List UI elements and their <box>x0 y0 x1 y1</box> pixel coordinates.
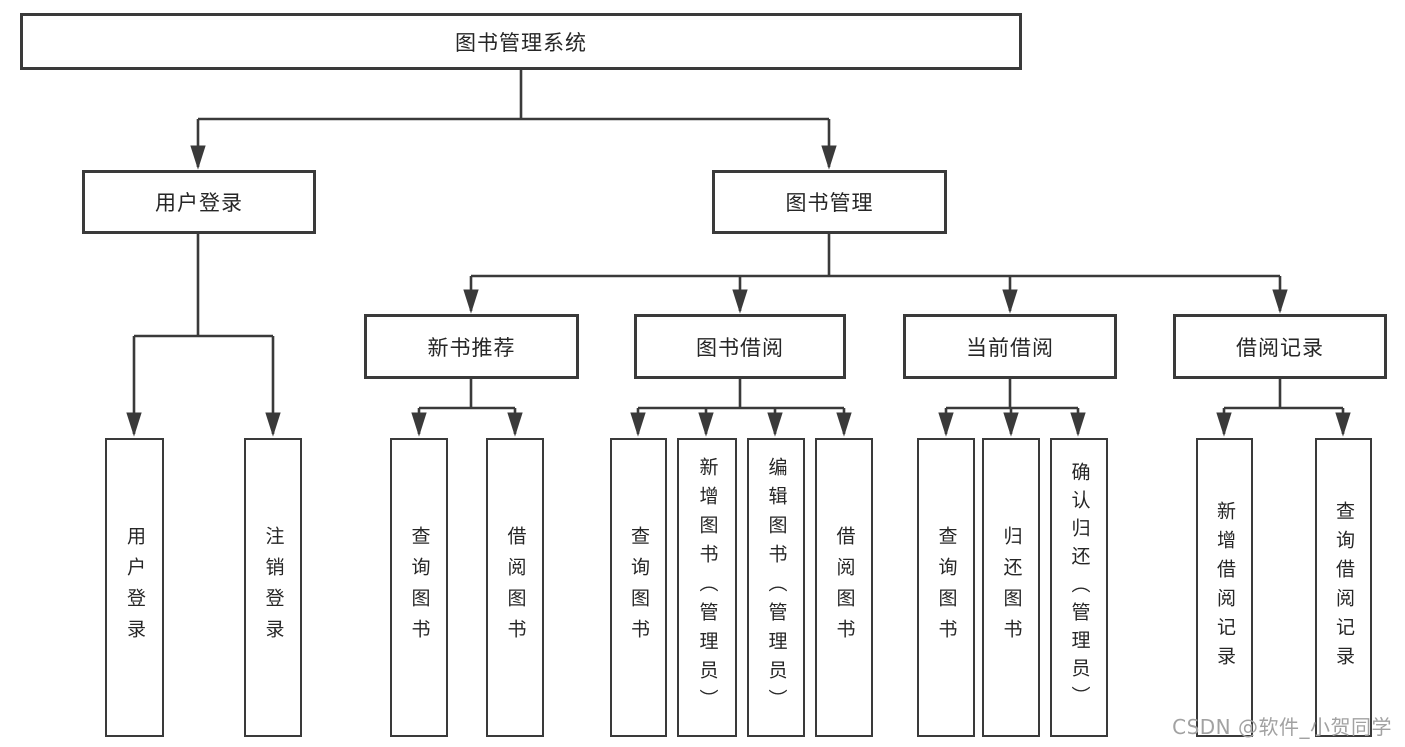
leaf-query-books-3: 查询图书 <box>917 438 975 737</box>
node-user-login: 用户登录 <box>82 170 316 234</box>
leaf-edit-books-admin: 编辑图书（管理员） <box>747 438 805 737</box>
leaf-logout: 注销登录 <box>244 438 302 737</box>
leaf-borrow-books-2: 借阅图书 <box>815 438 873 737</box>
edge-book-mgmt-children <box>463 234 1288 314</box>
node-new-book-recommendation: 新书推荐 <box>364 314 579 379</box>
leaf-return-books: 归还图书 <box>982 438 1040 737</box>
node-current-borrowing: 当前借阅 <box>903 314 1117 379</box>
edge-user-login-children <box>126 234 281 437</box>
node-root-system: 图书管理系统 <box>20 13 1022 70</box>
node-book-borrowing: 图书借阅 <box>634 314 846 379</box>
node-borrowing-records: 借阅记录 <box>1173 314 1387 379</box>
leaf-user-login: 用户登录 <box>105 438 164 737</box>
leaf-borrow-books: 借阅图书 <box>486 438 544 737</box>
leaf-confirm-return-admin: 确认归还（管理员） <box>1050 438 1108 737</box>
leaf-query-books: 查询图书 <box>390 438 448 737</box>
node-book-management: 图书管理 <box>712 170 947 234</box>
edge-root-to-level2 <box>190 70 837 170</box>
leaf-query-books-2: 查询图书 <box>610 438 667 737</box>
leaf-add-borrow-record: 新增借阅记录 <box>1196 438 1253 737</box>
edge-current-borrow-children <box>938 379 1086 437</box>
leaf-add-books-admin: 新增图书（管理员） <box>677 438 737 737</box>
edge-borrow-record-children <box>1216 379 1351 437</box>
leaf-query-borrow-record: 查询借阅记录 <box>1315 438 1372 737</box>
edge-book-borrow-children <box>630 379 852 437</box>
edge-new-book-children <box>411 379 523 437</box>
csdn-watermark: CSDN @软件_小贺同学 <box>1172 715 1392 739</box>
